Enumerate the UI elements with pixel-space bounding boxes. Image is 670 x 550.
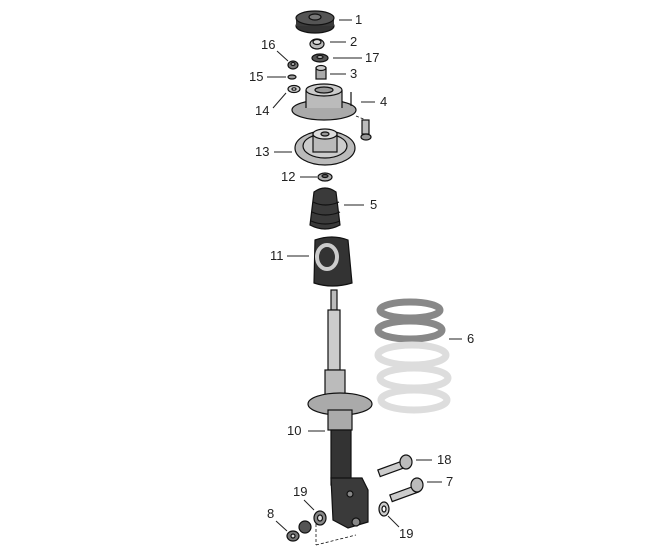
- part-4-top-mount: [291, 83, 357, 121]
- part-11-dust-boot: [313, 236, 353, 287]
- part-10-strut: [307, 289, 373, 529]
- callout-6: 6: [467, 331, 475, 346]
- callout-14: 14: [255, 103, 270, 118]
- part-7-bolt: [389, 477, 424, 503]
- callout-4: 4: [380, 94, 388, 109]
- part-19-washer-right: [378, 501, 390, 517]
- part-2-nut: [309, 38, 325, 50]
- bolt-small: [360, 119, 372, 141]
- callout-3: 3: [350, 66, 358, 81]
- part-12-washer: [317, 172, 333, 182]
- part-8-nut: [286, 530, 300, 542]
- leader-lines: [267, 19, 462, 532]
- callout-2: 2: [350, 34, 358, 49]
- callout-15: 15: [249, 69, 264, 84]
- callout-5: 5: [370, 197, 378, 212]
- part-19-washer-left: [313, 510, 327, 526]
- callout-16: 16: [261, 37, 276, 52]
- part-1-top-cap: [295, 10, 335, 34]
- callout-18: 18: [437, 452, 452, 467]
- callout-11: 11: [270, 248, 284, 263]
- part-18-bolt: [377, 454, 413, 478]
- callout-17: 17: [365, 50, 380, 65]
- part-14-washer: [287, 84, 301, 94]
- part-5-bump-stop: [309, 187, 341, 230]
- callout-7: 7: [446, 474, 454, 489]
- part-6-coil-spring: [374, 298, 452, 414]
- callout-8: 8: [267, 506, 275, 521]
- nut-mid: [298, 520, 312, 534]
- callout-1: 1: [355, 12, 363, 27]
- part-3-spacer: [315, 64, 327, 80]
- callout-13: 13: [255, 144, 270, 159]
- part-13-spring-seat: [294, 128, 356, 166]
- callout-12: 12: [281, 169, 296, 184]
- part-16-nut: [287, 60, 299, 70]
- part-17-washer: [311, 53, 329, 63]
- callout-10: 10: [287, 423, 302, 438]
- part-15-clip: [287, 74, 297, 80]
- callout-19-right: 19: [399, 526, 414, 541]
- callout-19-left: 19: [293, 484, 308, 499]
